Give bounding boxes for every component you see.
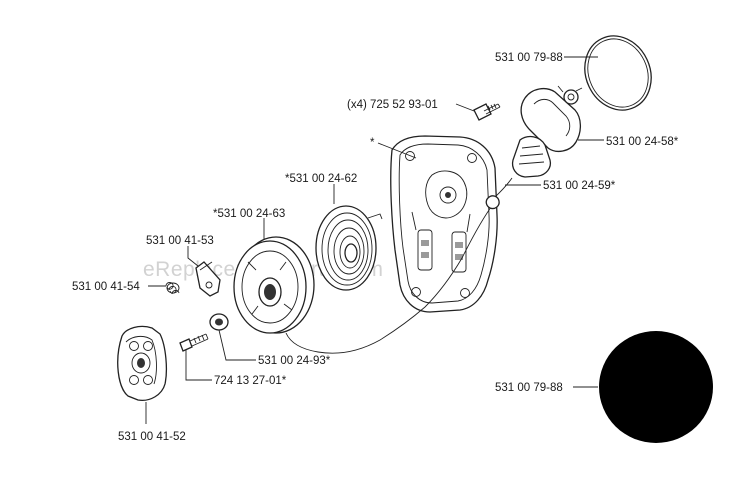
pawl — [195, 261, 221, 297]
label-housing: * — [370, 137, 375, 149]
label-gasket-top: 531 00 79-88 — [495, 52, 563, 64]
cord-guide — [485, 195, 500, 210]
housing-screw — [473, 103, 501, 121]
washer — [209, 313, 229, 331]
leader-lines — [145, 56, 604, 424]
starter-handle — [511, 85, 583, 178]
label-washer: 531 00 24-93* — [258, 355, 331, 367]
gasket-ring-top — [584, 35, 652, 111]
recoil-spring — [315, 205, 383, 291]
pawl-spring — [165, 282, 180, 295]
label-pawl-spring: 531 00 41-54 — [72, 281, 140, 293]
starter-housing — [390, 135, 498, 313]
label-handle: 531 00 24-58* — [606, 136, 679, 148]
label-pawl: 531 00 41-53 — [146, 235, 214, 247]
label-hub: 531 00 41-52 — [118, 431, 186, 443]
label-pulley: *531 00 24-63 — [213, 208, 285, 220]
label-screws: (x4) 725 52 93-01 — [347, 99, 438, 111]
gasket-disc-bottom — [599, 331, 713, 443]
label-spring: *531 00 24-62 — [285, 173, 357, 185]
label-screw: 724 13 27-01* — [214, 375, 287, 387]
label-cord: 531 00 24-59* — [543, 180, 616, 192]
pawl-carrier — [117, 325, 167, 401]
hub-screw — [179, 333, 209, 352]
starter-pulley — [233, 236, 315, 334]
label-gasket-bottom: 531 00 79-88 — [495, 382, 563, 394]
